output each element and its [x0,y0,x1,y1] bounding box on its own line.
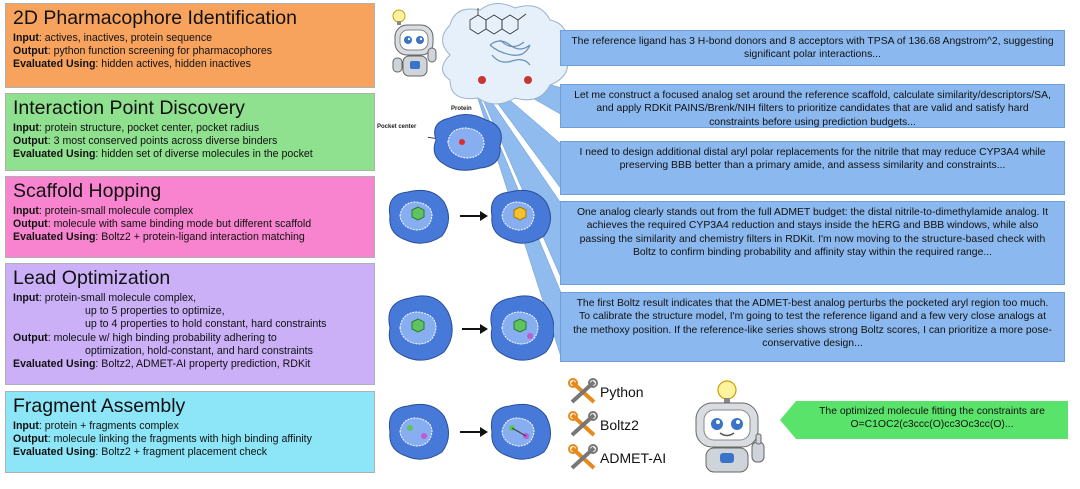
tool-label: Boltz2 [600,417,639,433]
eval-text: : Boltz2, ADMET-AI property prediction, … [95,358,311,371]
task-lead-optimization: Lead Optimization Input: protein-small m… [5,263,375,385]
eval-text: : Boltz2 + protein-ligand interaction ma… [95,231,305,244]
eval-text: : hidden actives, hidden inactives [95,58,251,71]
wrench-icon [568,444,598,470]
output-text: : molecule linking the fragments with hi… [47,433,312,446]
output-text: : molecule w/ high binding probability a… [47,331,277,344]
input-text: : protein structure, pocket center, pock… [38,122,260,134]
input-extra-1: up to 5 properties to optimize, [85,305,225,318]
wrench-icon [568,411,598,437]
output-label: Output [13,218,48,231]
thought-bubble-2: Let me construct a focused analog set ar… [560,84,1065,128]
tool-python: Python [568,378,644,406]
input-label: Input [13,420,39,432]
robot-thumbs-up-icon [695,380,765,473]
input-label: Input [13,32,39,44]
output-label: Output [13,45,48,58]
protein-label: Protein [451,106,472,112]
thought-bubble-1: The reference ligand has 3 H-bond donors… [560,30,1065,66]
tool-label: Python [600,384,644,400]
scaffold-hopping-icon [388,189,551,244]
input-text: : protein + fragments complex [38,420,179,432]
output-label: Output [13,135,48,148]
task-title: Scaffold Hopping [13,180,162,202]
tool-admet-ai: ADMET-AI [568,444,666,472]
thought-bubble-4: One analog clearly stands out from the f… [560,201,1065,285]
output-extra-1: optimization, hold-constant, and hard co… [85,344,313,357]
eval-label: Evaluated Using [13,231,96,244]
fragment-assembly-icon [388,403,551,460]
task-title: Lead Optimization [13,267,171,289]
tool-boltz2: Boltz2 [568,411,639,439]
output-label: Output [13,433,48,446]
wrench-icon [568,378,598,404]
task-title: Fragment Assembly [13,395,186,417]
robot-scientist-icon [392,9,437,77]
pocket-icon [428,114,502,171]
eval-label: Evaluated Using [13,358,96,371]
thought-bubble-3: I need to design additional distal aryl … [560,141,1065,195]
eval-label: Evaluated Using [13,446,96,459]
eval-text: : hidden set of diverse molecules in the… [95,148,313,161]
task-scaffold-hopping: Scaffold Hopping Input: protein-small mo… [5,176,375,258]
lead-optimization-icon [388,295,554,361]
task-interaction-point: Interaction Point Discovery Input: prote… [5,93,375,171]
task-fragment-assembly: Fragment Assembly Input: protein + fragm… [5,391,375,473]
task-pharmacophore: 2D Pharmacophore Identification Input: a… [5,3,375,88]
input-label: Input [13,292,39,304]
thought-cloud-icon [442,3,569,105]
input-extra-2: up to 4 properties to hold constant, har… [85,318,327,331]
input-text: : protein-small molecule complex [38,205,194,217]
eval-label: Evaluated Using [13,58,96,71]
final-answer-bubble: The optimized molecule fitting the const… [780,401,1068,439]
tool-label: ADMET-AI [600,450,667,466]
output-text: : 3 most conserved points across diverse… [47,135,278,148]
eval-label: Evaluated Using [13,148,96,161]
thought-bubble-5: The first Boltz result indicates that th… [560,292,1065,362]
pocket-center-label: Pocket center [377,124,417,130]
output-text: : molecule with same binding mode but di… [47,218,312,231]
input-label: Input [13,122,39,134]
eval-text: : Boltz2 + fragment placement check [95,446,268,459]
input-text: : actives, inactives, protein sequence [38,32,213,44]
task-title: Interaction Point Discovery [13,97,245,119]
output-text: : python function screening for pharmaco… [47,45,273,58]
input-text: : protein-small molecule complex, [38,292,197,304]
input-label: Input [13,205,39,217]
task-title: 2D Pharmacophore Identification [13,7,297,29]
output-label: Output [13,331,48,344]
